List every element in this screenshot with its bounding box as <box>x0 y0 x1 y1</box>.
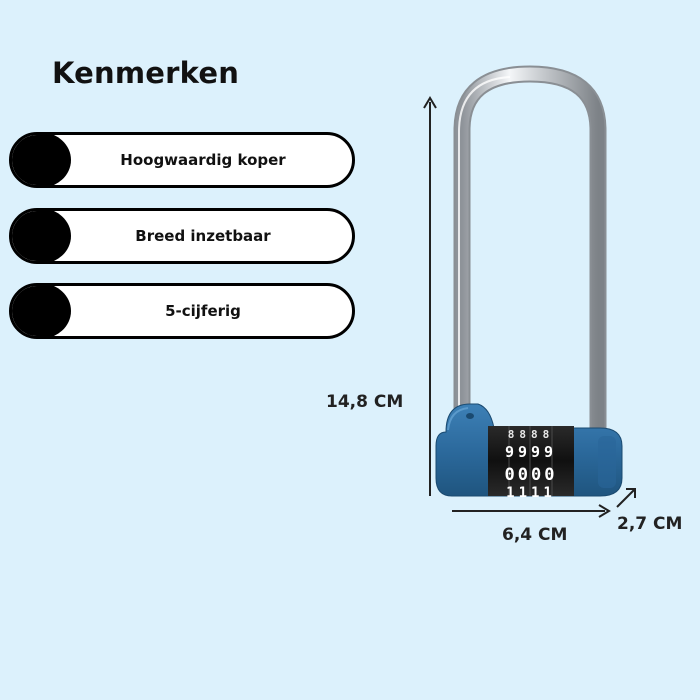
feature-label: Breed inzetbaar <box>135 227 271 245</box>
height-dimension: 14,8 CM <box>326 392 404 412</box>
feature-label: 5-cijferig <box>165 302 241 320</box>
dial-row-cut: 1111 <box>506 485 556 501</box>
dial-row-mid: 9999 <box>505 443 557 461</box>
features-heading: Kenmerken <box>52 56 240 90</box>
shackle <box>453 65 607 440</box>
bullet-dot-icon <box>12 211 71 261</box>
bullet-dot-icon <box>12 286 71 336</box>
width-dimension: 6,4 CM <box>502 525 568 545</box>
width-arrow-icon <box>452 504 611 518</box>
dial-row-top: 8888 <box>508 428 555 441</box>
height-arrow-icon <box>423 96 437 496</box>
combination-dials: 8888 9999 0000 1111 <box>488 426 574 501</box>
bullet-dot-icon <box>12 135 71 185</box>
feature-pill-1: Hoogwaardig koper <box>9 132 355 188</box>
feature-pill-3: 5-cijferig <box>9 283 355 339</box>
feature-pill-2: Breed inzetbaar <box>9 208 355 264</box>
dial-row-bottom: 0000 <box>505 465 558 485</box>
depth-dimension: 2,7 CM <box>617 514 683 534</box>
depth-arrow-icon <box>616 488 636 508</box>
feature-label: Hoogwaardig koper <box>120 151 286 169</box>
